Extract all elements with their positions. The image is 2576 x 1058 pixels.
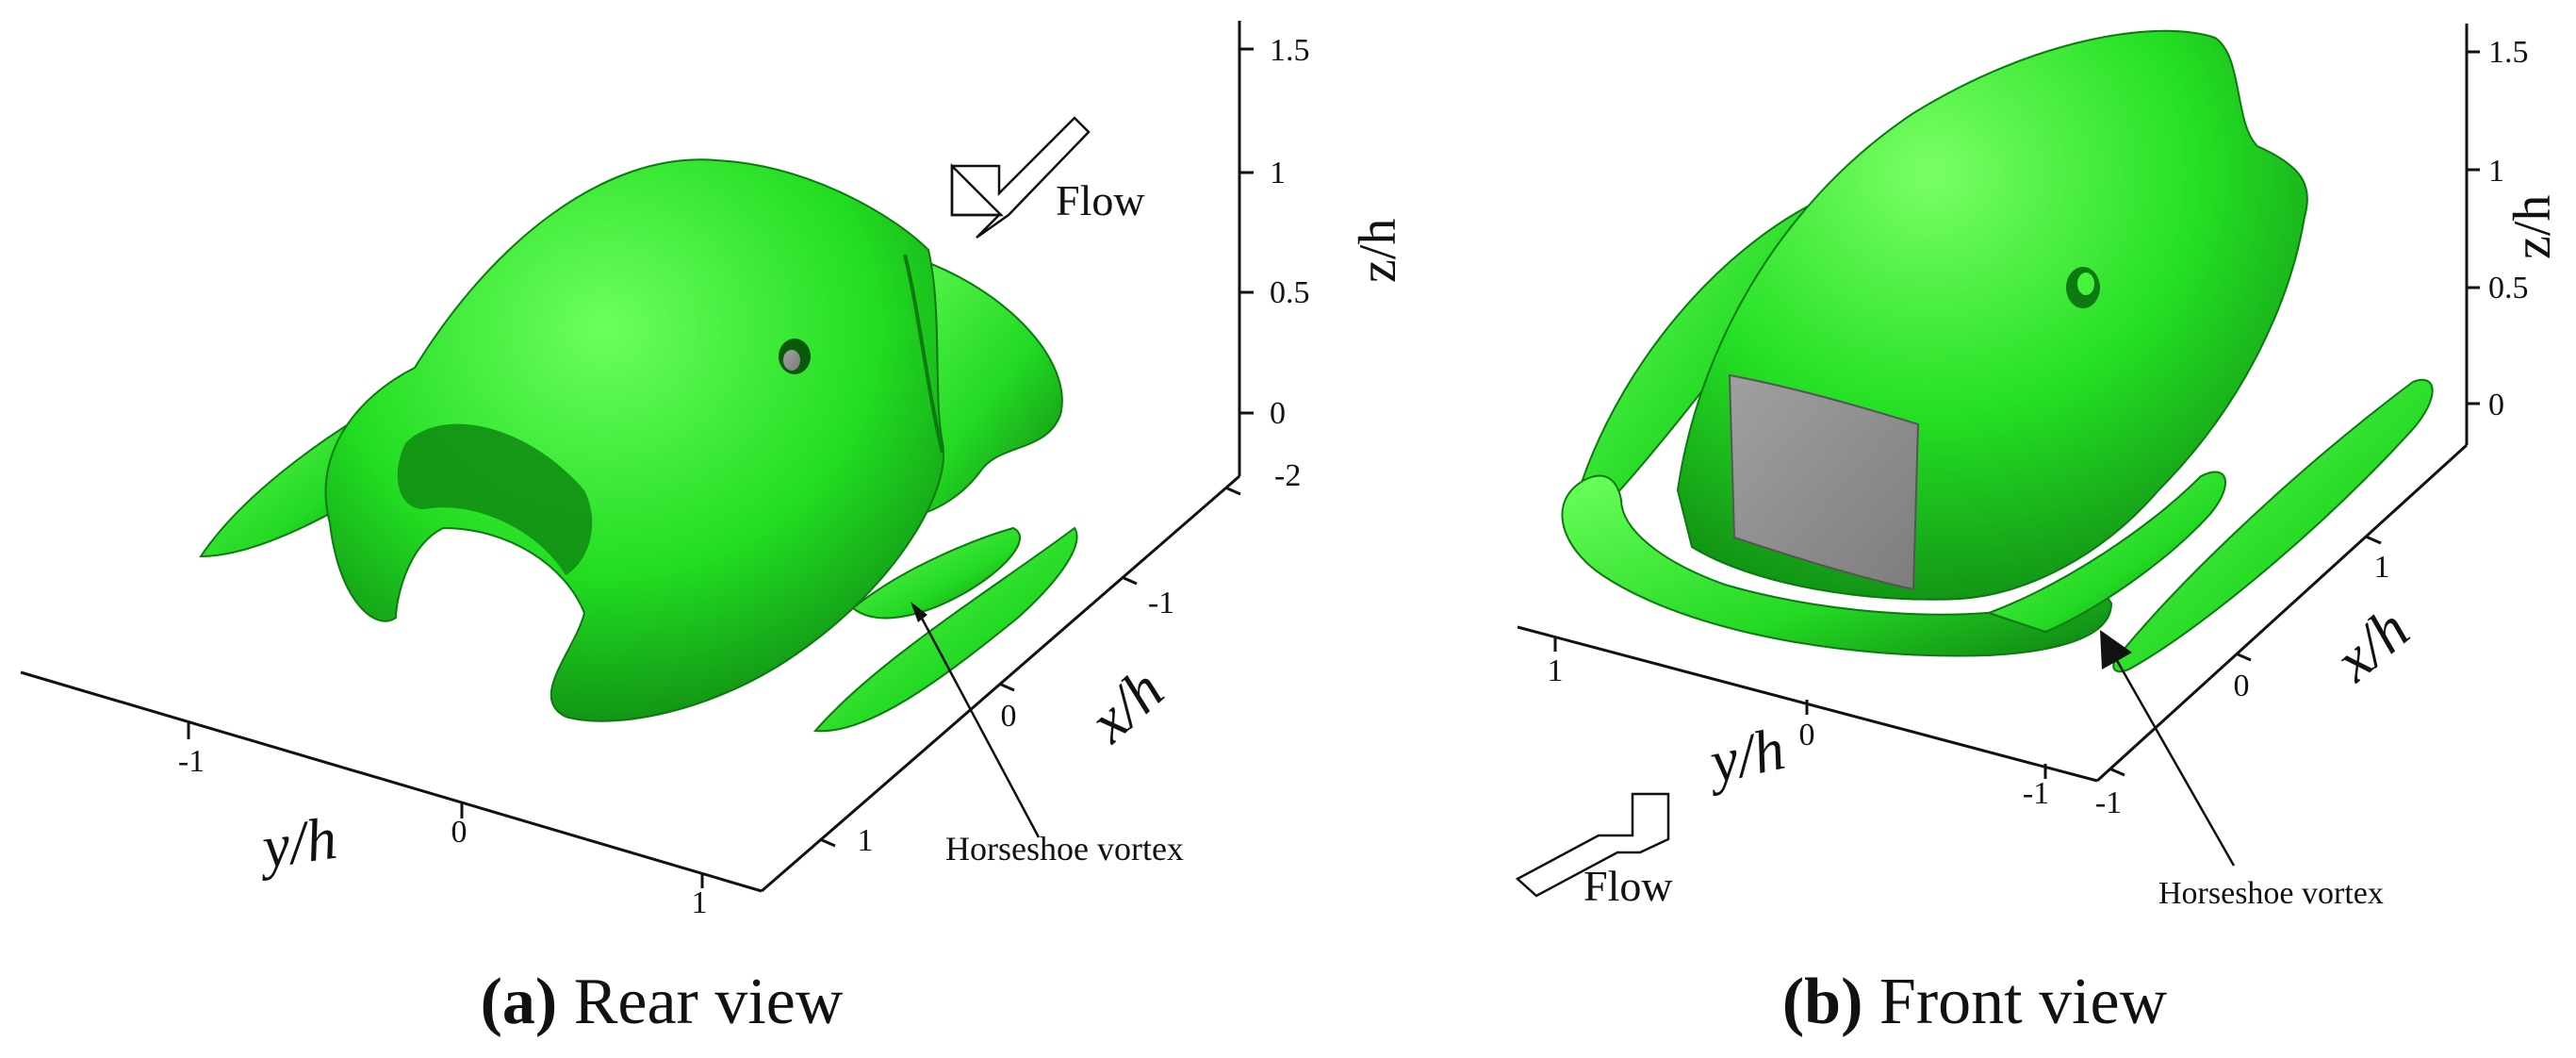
panel-a-z-tick-2: 0.5 xyxy=(1270,275,1310,310)
panel-b-z-tick-0: 1.5 xyxy=(2488,35,2529,70)
panel-b-x-tick-1: 0 xyxy=(2234,669,2250,703)
panel-b-obstacle xyxy=(1728,373,1920,591)
panel-a-y-tick-2: 1 xyxy=(692,885,708,920)
panel-b-flow-arrow-shape xyxy=(1515,792,1670,898)
panel-b-caption: (b) Front view xyxy=(1782,966,2168,1038)
panel-a-caption-letter: (a) xyxy=(481,966,558,1038)
panel-a-y-tick-1: 0 xyxy=(451,815,468,850)
panel-a: -1 0 1 -2 -1 0 1 1.5 1 0.5 0 y/h x/h z/h… xyxy=(20,21,1407,1038)
panel-b-caption-letter: (b) xyxy=(1782,966,1863,1038)
panel-b: 1 0 -1 -1 0 1 1.5 1 0.5 0 y/h x/h z/h Fl… xyxy=(1515,24,2562,1038)
panel-a-isosurface xyxy=(199,158,1078,733)
panel-a-vortex-2 xyxy=(812,526,1078,733)
panel-b-annotation-line xyxy=(2109,650,2236,867)
panel-b-x-label: x/h xyxy=(2322,595,2421,694)
panel-b-axes xyxy=(1517,24,2480,783)
panel-b-z-label: z/h xyxy=(2503,195,2562,259)
panel-b-y-label: y/h xyxy=(1698,715,1790,797)
panel-a-flow-arrow-head xyxy=(950,162,1005,217)
panel-a-vortex-1 xyxy=(851,526,1021,620)
panel-b-y-tick-0: 1 xyxy=(1548,653,1564,688)
panel-b-right-leg xyxy=(1986,471,2226,634)
panel-a-annotation-head xyxy=(911,602,927,622)
panel-a-z-tick-1: 1 xyxy=(1270,156,1286,190)
panel-a-caption-text: Rear view xyxy=(557,966,844,1038)
panel-a-x-tick-3: 1 xyxy=(858,823,874,858)
panel-a-opening xyxy=(397,423,593,575)
panel-a-annotation: Horseshoe vortex xyxy=(945,830,1184,868)
panel-b-annotation-head xyxy=(2100,630,2132,670)
panel-a-x-label: x/h xyxy=(1075,655,1175,755)
panel-a-edge xyxy=(903,254,944,454)
panel-a-y-label: y/h xyxy=(253,804,340,882)
panel-a-axes xyxy=(20,21,1254,893)
panel-a-x-tick-1: -1 xyxy=(1148,586,1174,620)
panel-a-annotation-line xyxy=(917,612,1041,838)
panel-b-z-tick-3: 0 xyxy=(2488,388,2504,422)
panel-a-x-tick-2: 0 xyxy=(1001,699,1017,734)
panel-b-tick-labels: 1 0 -1 -1 0 1 1.5 1 0.5 0 xyxy=(1548,35,2529,820)
panel-a-z-tick-3: 0 xyxy=(1270,396,1286,431)
panel-a-x-tick-0: -2 xyxy=(1274,458,1301,493)
panel-a-z-tick-0: 1.5 xyxy=(1270,33,1310,68)
panel-b-z-tick-1: 1 xyxy=(2488,154,2504,189)
panel-b-caption-text: Front view xyxy=(1862,966,2167,1038)
panel-b-isosurface xyxy=(1561,29,2434,673)
panel-a-y-tick-0: -1 xyxy=(178,744,205,779)
panel-a-hole-obstacle xyxy=(783,350,800,371)
panel-b-z-tick-2: 0.5 xyxy=(2488,271,2529,306)
panel-b-y-tick-1: 0 xyxy=(1799,718,1815,752)
panel-a-z-label: z/h xyxy=(1349,219,1407,283)
panel-b-x-tick-2: 1 xyxy=(2374,550,2390,585)
panel-b-vortex-thin xyxy=(2112,379,2434,673)
panel-b-annotation: Horseshoe vortex xyxy=(2158,876,2384,911)
panel-b-y-tick-2: -1 xyxy=(2023,776,2049,811)
panel-a-main-body xyxy=(324,158,945,722)
panel-a-flow-label: Flow xyxy=(1056,176,1145,224)
panel-b-hole-inner xyxy=(2077,273,2094,295)
panel-a-caption: (a) Rear view xyxy=(481,966,844,1038)
panel-b-x-tick-0: -1 xyxy=(2095,785,2122,820)
panel-b-flow-label: Flow xyxy=(1583,862,1673,910)
panel-a-tick-labels: -1 0 1 -2 -1 0 1 1.5 1 0.5 0 xyxy=(178,33,1310,920)
